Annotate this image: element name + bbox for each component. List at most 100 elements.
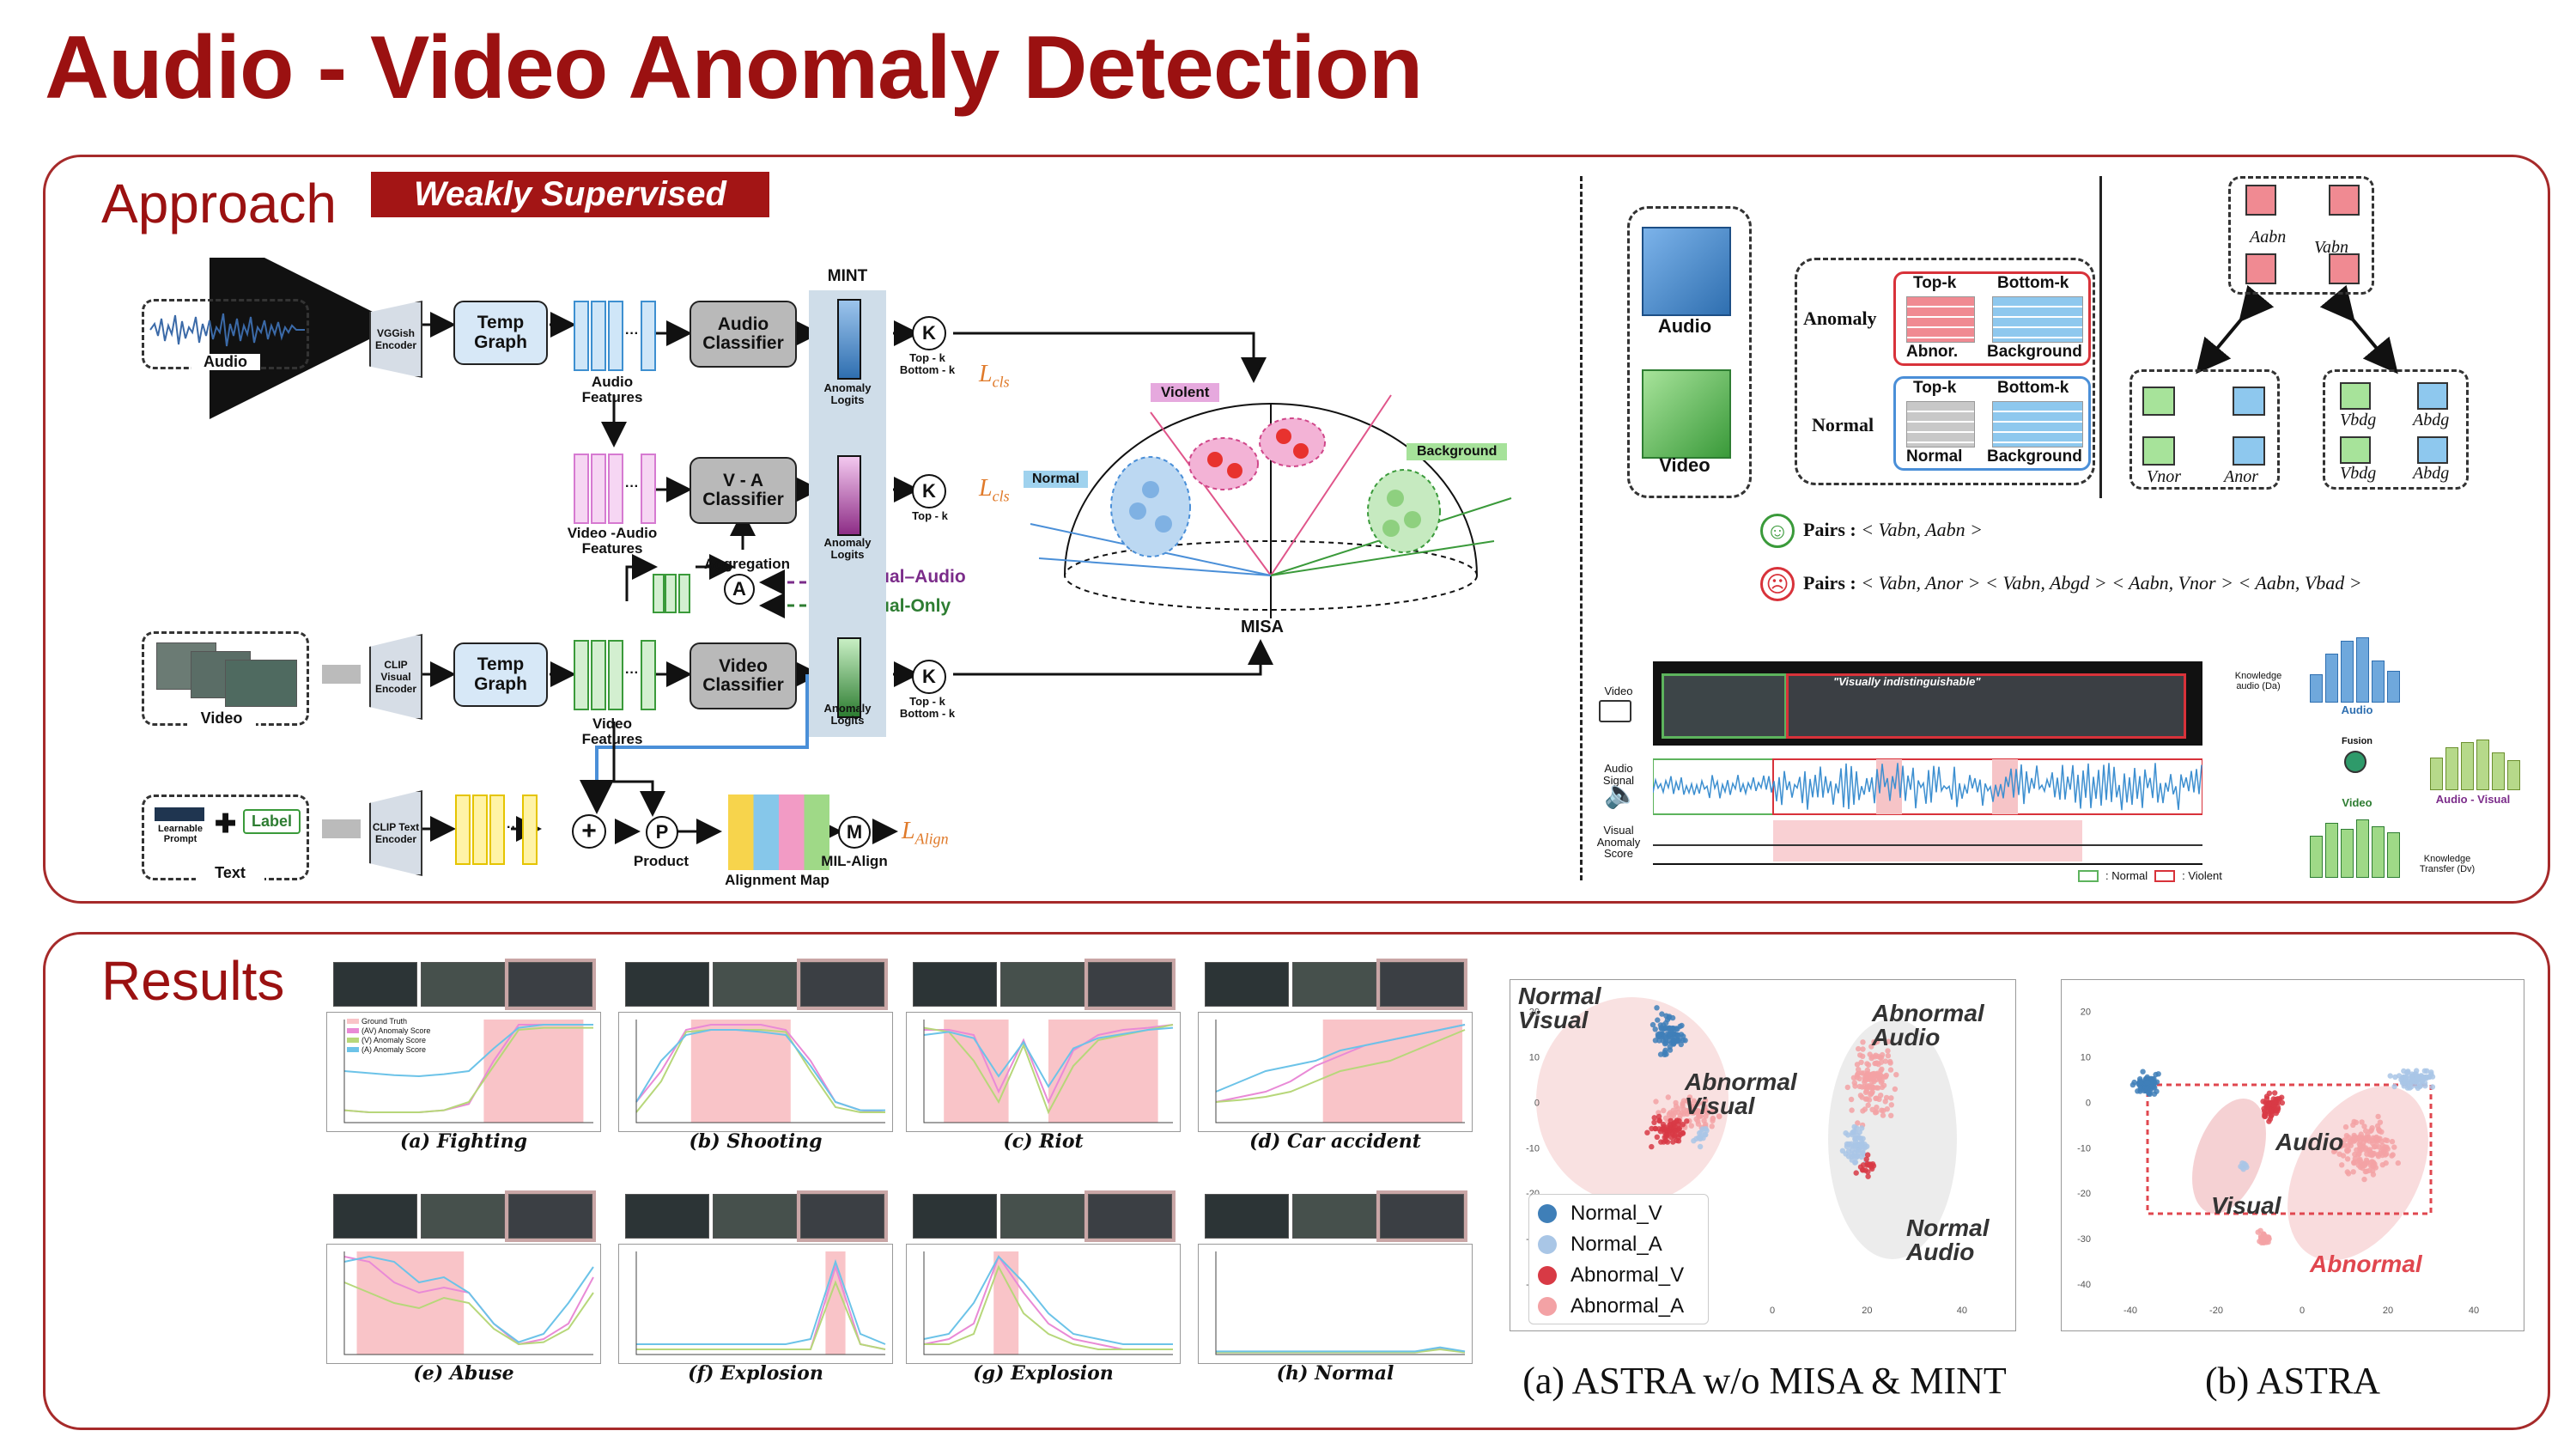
visual-score-track <box>1653 820 2202 865</box>
tsne-point <box>1879 1051 1886 1058</box>
plot-axes <box>923 1020 1173 1123</box>
tsne-point <box>1657 1051 1664 1057</box>
abnor-label: Abnor. <box>1906 343 1959 361</box>
tsne-point <box>2385 1146 2391 1152</box>
tsne-point <box>1702 1098 1709 1104</box>
learnable-prompt-label: Learnable Prompt <box>158 824 203 844</box>
plot-axes <box>635 1020 885 1123</box>
score-plot-caption: (c) Riot <box>1003 1130 1084 1153</box>
alignment-map <box>728 795 829 870</box>
tsne-point <box>1866 1162 1872 1168</box>
video-features-label: Video Features <box>581 715 643 747</box>
text-label: Text <box>196 865 264 881</box>
x-tick-label: 40 <box>1957 1306 1967 1316</box>
tsne-b-label-audio: Audio <box>2275 1129 2344 1155</box>
audio-signal-label: Audio Signal <box>1602 762 1635 787</box>
aggregation-label: Aggregation <box>703 556 791 572</box>
tsne-point <box>2137 1080 2144 1086</box>
tsne-point <box>1709 1123 1715 1129</box>
y-tick-label: -20 <box>2077 1189 2091 1199</box>
v-anomaly-score-line <box>1215 1029 1466 1103</box>
text-input: Learnable Prompt ✚ Label Text <box>142 795 309 881</box>
tsne-point <box>2342 1137 2348 1143</box>
background-label: Background <box>1987 447 2082 466</box>
tsne-point <box>1868 1074 1874 1081</box>
knowledge-transfer-label: Knowledge Transfer (Dv) <box>2419 854 2476 874</box>
tsne-point <box>2350 1169 2356 1175</box>
audio-region-ellipse <box>2287 1086 2428 1261</box>
l-align-subscript: Align <box>914 830 949 848</box>
frown-icon: ☹ <box>1760 567 1795 601</box>
va-features-label: Video -Audio Features <box>567 525 658 557</box>
tsne-point <box>2377 1119 2384 1125</box>
score-plot-caption: (a) Fighting <box>400 1130 527 1153</box>
topk-header: Top-k <box>1913 274 1957 292</box>
tsne-a-legend: Normal_V Normal_A Abnormal_V Abnormal_A <box>1528 1194 1709 1324</box>
v-anomaly-score-line <box>924 1264 1173 1350</box>
tsne-point <box>1663 1051 1669 1057</box>
tsne-point <box>1856 1083 1862 1090</box>
v-anomaly-score-line <box>635 1029 885 1113</box>
topk-node-video: K <box>912 660 946 694</box>
tsne-point <box>1860 1046 1866 1052</box>
tsne-point <box>1656 1038 1662 1044</box>
tsne-point <box>2350 1122 2356 1128</box>
tsne-point <box>1867 1051 1873 1057</box>
tsne-point <box>2361 1123 2367 1129</box>
video-frame-thumbnail <box>625 1194 709 1239</box>
x-tick-label: -40 <box>2123 1306 2137 1316</box>
tsne-point <box>1703 1113 1709 1119</box>
audio-label: Audio <box>191 354 260 370</box>
tsne-a-label-abnormal-visual: Abnormal Visual <box>1685 1068 1797 1119</box>
anomaly-row-label: Anomaly <box>1803 307 1877 329</box>
results-panel <box>43 932 2550 1430</box>
video-frame-thumbnail <box>333 962 417 1007</box>
tsne-point <box>2398 1076 2404 1083</box>
tsne-point <box>2359 1119 2365 1125</box>
tsne-point <box>2424 1068 2430 1074</box>
score-plot-caption: (e) Abuse <box>413 1362 514 1385</box>
anomaly-score-plot <box>906 1012 1181 1132</box>
tsne-point <box>1888 1095 1894 1101</box>
tsne-point <box>2255 1229 2261 1235</box>
tsne-point <box>2373 1134 2379 1141</box>
anomaly-score-plot <box>326 1012 601 1132</box>
fusion-icon <box>2344 751 2366 773</box>
tsne-point <box>1652 1125 1658 1132</box>
tsne-point <box>1863 1088 1869 1094</box>
anomaly-score-plot <box>618 1012 893 1132</box>
y-tick-label: 10 <box>2081 1052 2091 1062</box>
tsne-point <box>1658 1025 1664 1031</box>
video-frame-thumbnail <box>1205 1194 1289 1239</box>
tsne-point <box>2387 1073 2393 1079</box>
tsne-point <box>1672 1128 1679 1134</box>
legend-text: Normal_A <box>1571 1233 1662 1256</box>
a-anomaly-score-line <box>636 1258 886 1345</box>
audio-features-label: Audio Features <box>581 374 643 405</box>
va-classifier: V - A Classifier <box>690 457 797 524</box>
tsne-point <box>1698 1134 1704 1140</box>
tsne-point <box>1839 1148 1846 1154</box>
misa-label: MISA <box>1241 618 1284 636</box>
sum-node: + <box>572 814 606 849</box>
tsne-point <box>2259 1233 2266 1239</box>
v-anomaly-score-line <box>343 1026 593 1113</box>
misa-divider <box>2099 176 2102 498</box>
tsne-point <box>1664 1139 1671 1145</box>
tsne-point <box>1879 1107 1885 1113</box>
score-plot-canvas <box>1215 1251 1466 1355</box>
tsne-point <box>1878 1059 1885 1065</box>
tsne-point <box>1716 1113 1722 1120</box>
tsne-point <box>1852 1135 1858 1141</box>
misa-hemisphere <box>1030 394 1512 618</box>
v-abn-block <box>2329 253 2360 284</box>
tsne-point <box>1850 1129 1856 1135</box>
tsne-point <box>2264 1237 2271 1243</box>
tsne-point <box>2354 1147 2360 1154</box>
tsne-point <box>1680 1033 1686 1039</box>
tsne-point <box>2413 1083 2420 1089</box>
a-anomaly-score-line <box>343 1024 593 1078</box>
score-plot-canvas <box>923 1251 1173 1355</box>
v-bdg-label: Vbdg <box>2340 464 2377 483</box>
